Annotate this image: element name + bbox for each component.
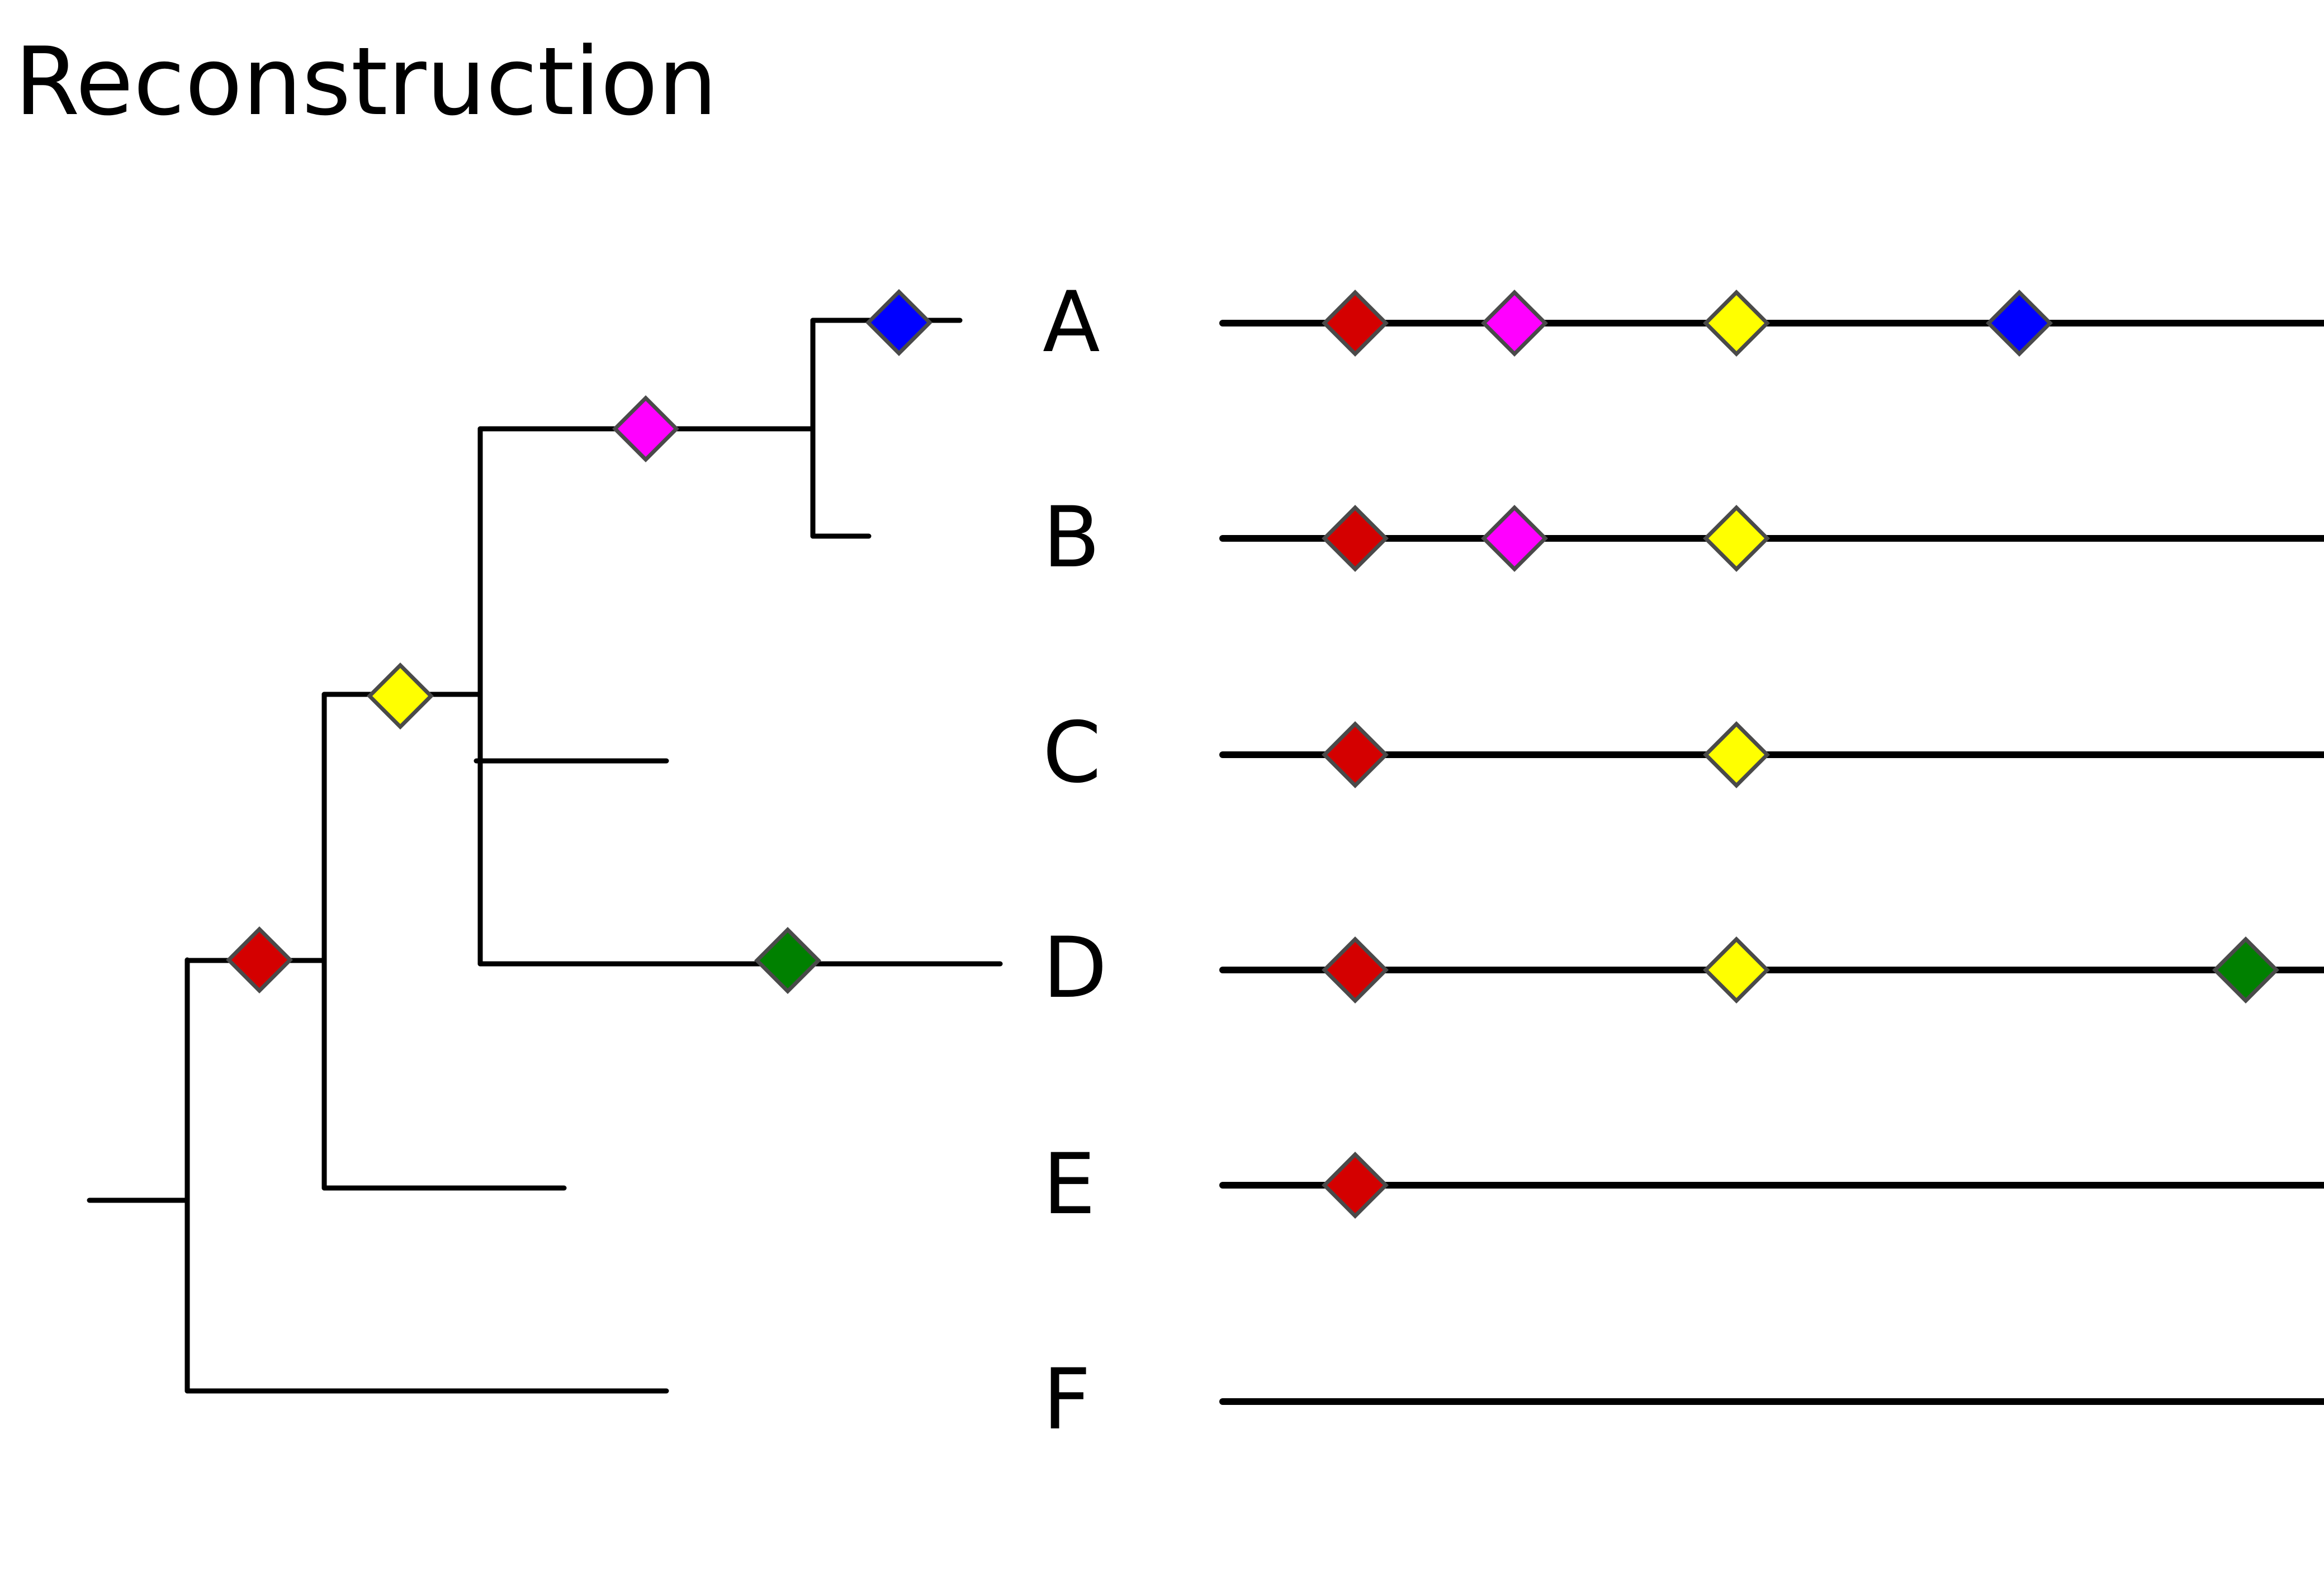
genome-a-magenta-marker (1481, 290, 1548, 357)
taxon-label-b: B (1043, 489, 1100, 586)
figure-title: Reconstruction (15, 27, 718, 136)
genome-d-yellow-marker (1703, 936, 1770, 1004)
taxon-label-f: F (1043, 1351, 1091, 1449)
genome-b-magenta-marker (1481, 505, 1548, 572)
genome-d-green-marker (2212, 936, 2279, 1004)
genome-d-red-marker (1322, 936, 1389, 1004)
genome-tracks (1219, 290, 2324, 1405)
taxon-label-d: D (1043, 920, 1107, 1017)
taxon-label-a: A (1043, 274, 1100, 371)
tree-event-magenta-marker (612, 395, 679, 462)
genome-a-blue-marker (1986, 290, 2053, 357)
taxon-labels: A B C D E F (1043, 274, 1107, 1449)
genome-c-red-marker (1322, 721, 1389, 788)
taxon-label-e: E (1043, 1136, 1096, 1233)
taxon-label-c: C (1043, 704, 1101, 802)
phylogenetic-tree (87, 289, 1003, 1394)
genome-b-yellow-marker (1703, 505, 1770, 572)
genome-a-yellow-marker (1703, 290, 1770, 357)
tree-events (226, 289, 933, 994)
tree-event-green-marker (754, 927, 821, 994)
tree-event-blue-marker (865, 289, 933, 356)
tree-event-yellow-marker (367, 662, 434, 730)
genome-e-red-marker (1322, 1152, 1389, 1219)
genome-a-red-marker (1322, 290, 1389, 357)
tree-event-red-marker (226, 926, 293, 993)
genome-b-red-marker (1322, 505, 1389, 572)
genome-c-yellow-marker (1703, 721, 1770, 788)
